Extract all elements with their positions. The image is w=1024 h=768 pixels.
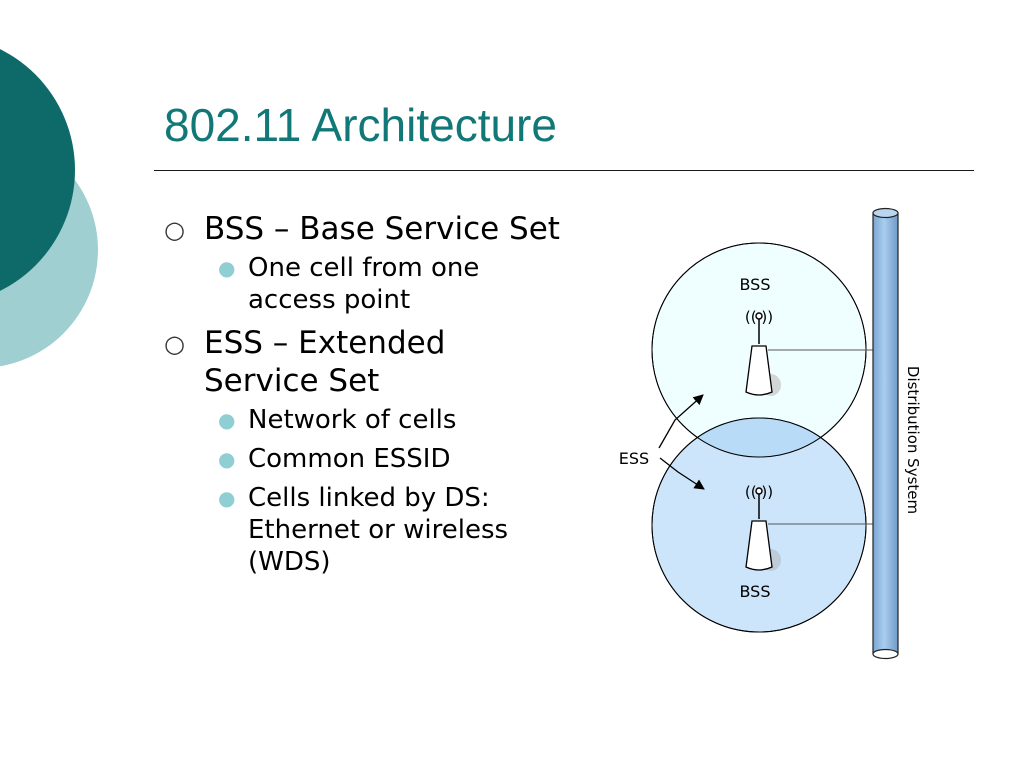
access-point-icon: (( )) <box>745 308 781 396</box>
sub-bullet: ● Common ESSID <box>164 443 564 475</box>
bullet-bss-text: BSS – Base Service Set <box>204 211 560 247</box>
sub-bullet-text: Network of cells <box>248 405 457 435</box>
sub-bullet-text: Common ESSID <box>248 444 451 474</box>
dark-teal-circle <box>0 49 75 291</box>
dot-bullet-icon: ● <box>218 486 236 510</box>
bullet-ess-text: ESS – Extended Service Set <box>204 325 446 399</box>
hollow-bullet-icon: ○ <box>164 216 185 244</box>
distribution-system-label: Distribution System <box>904 366 922 514</box>
ess-arrow-up <box>658 394 704 449</box>
sub-bullet: ● Network of cells <box>164 404 564 436</box>
bss-top-label: BSS <box>739 275 770 294</box>
distribution-system-pipe <box>872 207 899 660</box>
sub-bullet: ● One cell from one access point <box>164 252 564 316</box>
bullet-ess: ○ ESS – Extended Service Set <box>164 324 564 400</box>
sub-bullet: ● Cells linked by DS: Ethernet or wirele… <box>164 482 564 578</box>
dot-bullet-icon: ● <box>218 408 236 432</box>
sub-bullet-text: Cells linked by DS: Ethernet or wireless… <box>248 483 509 577</box>
bullet-bss: ○ BSS – Base Service Set <box>164 210 564 248</box>
bullet-list: ○ BSS – Base Service Set ● One cell from… <box>164 210 564 586</box>
ess-arrow-down <box>659 457 705 490</box>
access-point-icon: (( )) <box>745 483 781 571</box>
dot-bullet-icon: ● <box>218 256 236 280</box>
title-divider <box>154 170 974 171</box>
svg-text:(( )): (( )) <box>745 483 773 501</box>
network-diagram: Distribution System (( )) (( )) BSS BSS … <box>619 207 922 660</box>
ess-label: ESS <box>619 449 649 468</box>
bss-bottom-label: BSS <box>739 582 770 601</box>
svg-text:(( )): (( )) <box>745 308 773 326</box>
sub-bullet-text: One cell from one access point <box>248 253 480 315</box>
page-title: 802.11 Architecture <box>164 99 557 151</box>
hollow-bullet-icon: ○ <box>164 330 185 358</box>
dot-bullet-icon: ● <box>218 447 236 471</box>
decorative-circles <box>0 49 98 367</box>
